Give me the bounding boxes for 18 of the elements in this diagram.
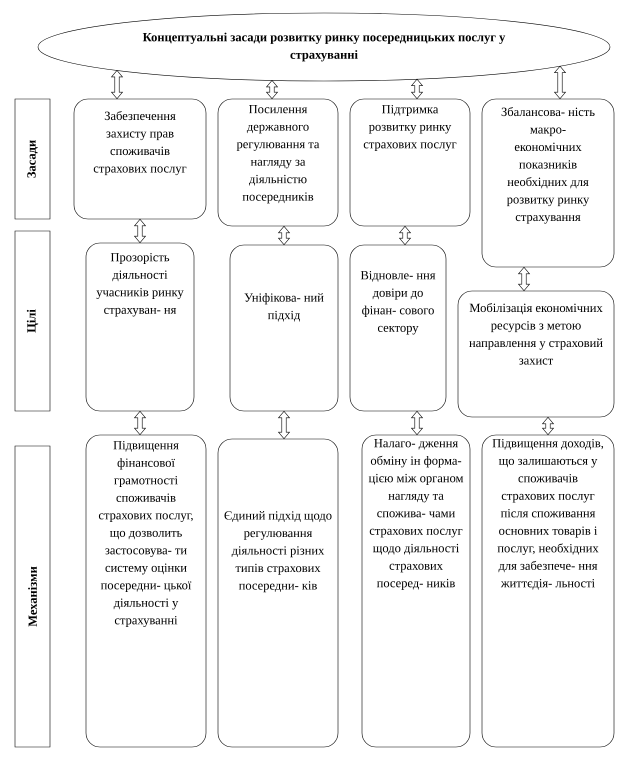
rounded-box: Підвищення фінансової грамотності споживачів страхових послуг, що дозволить застосовува- ти систему оцінки посередни- цької діяльності у страхуванні [86,434,206,748]
rounded-box: Збалансова- ність макро- економічних показників необхідних для розвитку ринку страхування [482,98,614,268]
rounded-box: Підтримка розвитку ринку страхових послуг [350,98,470,226]
row-label-box: Механізми [14,446,50,748]
rounded-box: Прозорість діяльності учасників ринку страхуван- ня [86,242,194,412]
double-arrow [110,70,124,100]
rounded-box: Підвищення доходів, що залишаються у споживачів страхових послуг після споживання основних товарів і послуг, необхідних для забезпече- ння життєдія- льності [482,434,614,748]
rounded-box: Уніфікова- ний підхід [230,244,338,412]
rounded-box: Налаго- дження обміну ін форма- цією між органом нагляду та спожива- чами страхових послуг щодо діяльності страхових посеред- ників [362,434,470,748]
double-arrow [554,66,566,100]
row-label-box: Цілі [14,230,50,412]
rounded-box: Забезпечення захисту прав споживачів страхових послуг [74,98,206,220]
rounded-box: Посилення державного регулювання та нагляду за діяльністю посередників [218,98,338,226]
row-label-box: Засади [14,98,50,220]
rounded-box: Відновле- ння довіри до фінан- сового сектору [350,244,446,412]
rounded-box: Єдиний підхід щодо регулювання діяльності різних типів страхових посередни- ків [218,438,338,748]
rounded-box: Мобілізація економічних ресурсів з метою направлення у страховий захист [458,290,614,418]
double-arrow [410,78,424,100]
